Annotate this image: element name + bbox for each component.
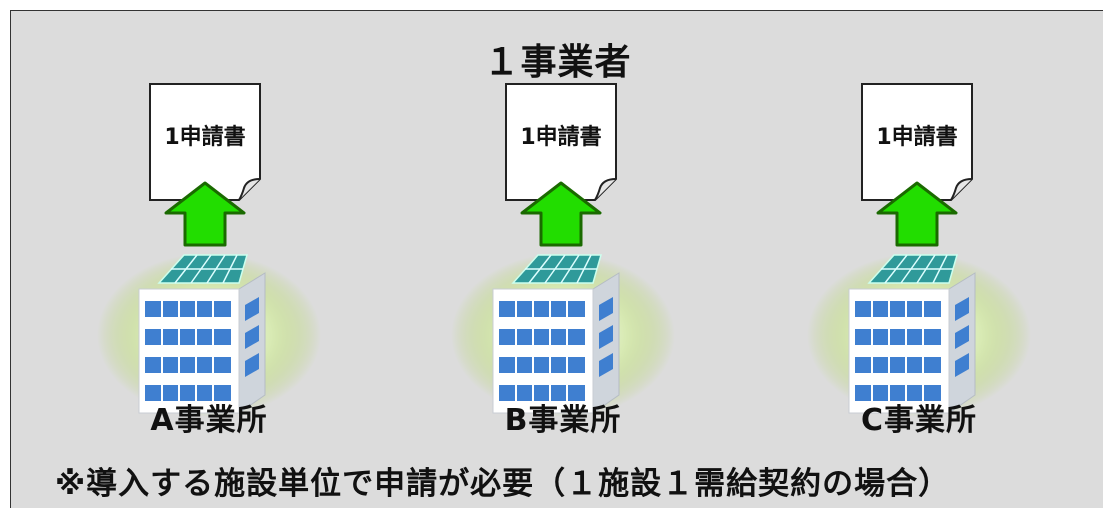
unit-a: 1申請書 <box>89 11 329 451</box>
solar-panel-icon <box>511 254 602 284</box>
document-label: 1申請書 <box>876 125 958 150</box>
unit-b: 1申請書 <box>443 11 683 451</box>
up-arrow-icon <box>164 181 246 247</box>
solar-panel-icon <box>157 254 248 284</box>
document-icon <box>505 83 617 201</box>
document-icon <box>149 83 261 201</box>
office-label: A事業所 <box>150 403 268 438</box>
up-arrow-icon <box>876 181 958 247</box>
page-title: １事業者 <box>483 42 632 83</box>
document-icon <box>861 83 973 201</box>
solar-panel-icon <box>867 254 958 284</box>
footnote: ※導入する施設単位で申請が必要（１施設１需給契約の場合） <box>55 466 951 502</box>
diagram-frame: １事業者 1申請書 <box>10 10 1103 508</box>
document-label: 1申請書 <box>520 125 602 150</box>
office-building-icon <box>807 253 1031 417</box>
unit-c: 1申請書 <box>799 11 1039 451</box>
office-building-icon <box>451 253 675 417</box>
office-label: B事業所 <box>504 403 622 438</box>
document-label: 1申請書 <box>164 125 246 150</box>
office-label: C事業所 <box>860 403 978 438</box>
up-arrow-icon <box>520 181 602 247</box>
office-building-icon <box>97 253 321 417</box>
